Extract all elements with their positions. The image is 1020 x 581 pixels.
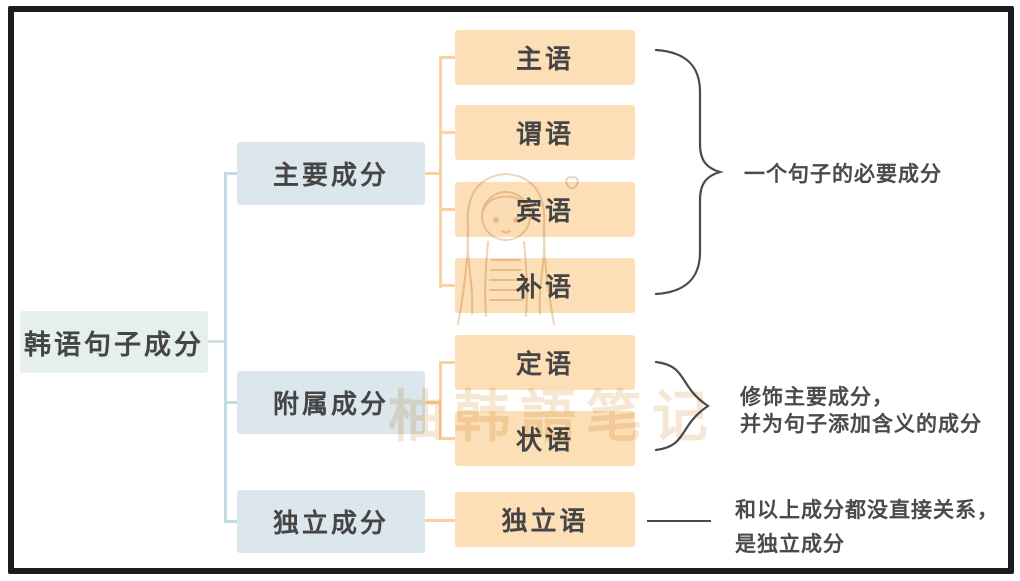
- child-node-predicate: 谓语: [455, 105, 635, 160]
- connector-independent-link: [425, 519, 455, 522]
- connector-predicate-stub: [442, 131, 455, 134]
- note-line: 和以上成分都没直接关系，: [735, 498, 999, 522]
- connector-complement-stub: [442, 284, 455, 287]
- child-node-label: 谓语: [515, 120, 574, 150]
- connector-branches-vertical: [224, 172, 227, 523]
- root-node-korean-sentence-components: 韩语句子成分: [20, 311, 208, 373]
- branch-node-label: 独立成分: [272, 509, 389, 539]
- connector-root-stub: [208, 340, 226, 343]
- note-line: 是独立成分: [735, 532, 845, 556]
- note-independent-components: 和以上成分都没直接关系， 是独立成分: [735, 493, 999, 561]
- child-node-attributive: 定语: [455, 335, 635, 390]
- branch-node-independent-components: 独立成分: [237, 490, 425, 553]
- note-subordinate-components: 修饰主要成分， 并为句子添加含义的成分: [740, 384, 982, 438]
- branch-node-label: 附属成分: [272, 390, 389, 420]
- curly-brace-main-components: [654, 48, 724, 296]
- connector-branch2-stub: [227, 401, 237, 404]
- connector-adverbial-stub: [442, 437, 455, 440]
- connector-subordinate-vertical: [439, 361, 442, 440]
- note-pointer-line: [647, 520, 711, 522]
- connector-attributive-stub: [442, 361, 455, 364]
- note-main-components: 一个句子的必要成分: [744, 161, 942, 188]
- note-line: 修饰主要成分，: [740, 385, 894, 409]
- child-node-object: 宾语: [455, 182, 635, 237]
- connector-branch3-stub: [227, 520, 237, 523]
- connector-object-stub: [442, 208, 455, 211]
- child-node-label: 定语: [515, 350, 574, 380]
- root-node-label: 韩语句子成分: [24, 329, 204, 361]
- child-node-complement: 补语: [455, 258, 635, 313]
- note-line: 并为句子添加含义的成分: [740, 412, 982, 436]
- connector-branch1-stub: [227, 172, 237, 175]
- connector-subordinate-parent-stub: [425, 401, 439, 404]
- child-node-adverbial: 状语: [455, 411, 635, 466]
- child-node-label: 主语: [515, 45, 574, 75]
- connector-main-parent-stub: [425, 172, 439, 175]
- branch-node-label: 主要成分: [272, 161, 389, 191]
- branch-node-main-components: 主要成分: [237, 142, 425, 205]
- branch-node-subordinate-components: 附属成分: [237, 371, 425, 434]
- curly-brace-subordinate-components: [654, 360, 710, 452]
- child-node-label: 补语: [515, 273, 574, 303]
- child-node-label: 独立语: [501, 507, 589, 537]
- connector-subject-stub: [442, 56, 455, 59]
- connector-main-vertical: [439, 56, 442, 288]
- child-node-independent-word: 独立语: [455, 492, 635, 547]
- child-node-label: 宾语: [515, 197, 574, 227]
- child-node-label: 状语: [515, 426, 574, 456]
- child-node-subject: 主语: [455, 30, 635, 85]
- note-line: 一个句子的必要成分: [744, 162, 942, 186]
